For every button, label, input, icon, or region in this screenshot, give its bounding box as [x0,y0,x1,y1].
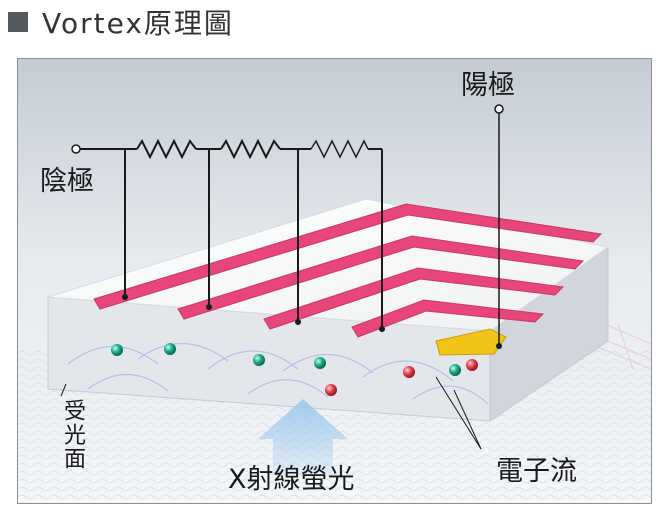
resistor-circuit [80,111,500,346]
electron-red [325,384,337,396]
electrode-strips [93,203,603,338]
xray-fluorescence-label: X射線螢光 [228,464,355,495]
electrode-strip-4 [351,299,545,338]
xray-arrow-icon [258,399,348,477]
resistor-3 [310,139,369,159]
anode-label: 陽極 [461,70,515,101]
electron-flow-label: 電子流 [496,456,577,487]
receiving-surface-label: 受光面 [60,399,85,471]
junction-dots [122,294,502,349]
electron-green [164,343,176,355]
page-title: Vortex原理圖 [42,7,234,40]
title-square-icon [8,12,28,32]
cathode-label: 陰極 [40,166,94,197]
electron-red [403,366,415,378]
electrode-strip-1 [93,203,603,310]
electrode-strip-2 [177,235,585,320]
resistor-2 [220,138,281,160]
resistor-1 [136,138,197,160]
electron-green [253,354,265,366]
electron-flow-pointers [435,376,482,450]
electron-green [111,344,123,356]
electron-green [449,364,461,376]
electrode-strip-3 [263,267,565,330]
cathode-terminal-icon [71,144,81,154]
electron-green [314,357,326,369]
electrons [111,343,478,396]
vortex-diagram [18,59,651,503]
anode-terminal-icon [494,104,504,114]
receiving-surface-pointer [60,383,67,397]
electron-red [466,359,478,371]
diagram-frame: 陽極 陰極 受光面 X射線螢光 電子流 [17,58,652,504]
title-row: Vortex原理圖 [8,2,234,42]
